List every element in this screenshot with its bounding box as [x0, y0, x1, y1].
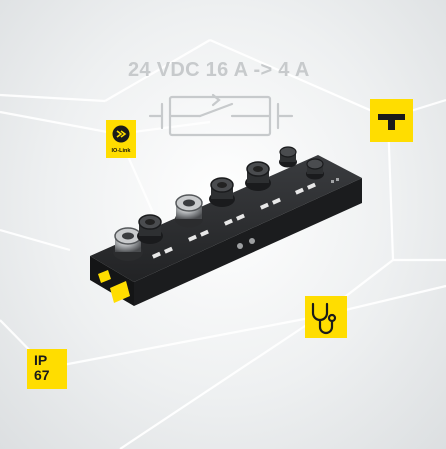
- ip-label: IP: [34, 352, 48, 368]
- io-link-label: IO-Link: [111, 148, 131, 154]
- ip-rating: 67: [34, 367, 50, 383]
- headline: 24 VDC 16 A -> 4 A: [128, 59, 310, 81]
- ip67-badge: IP 67: [27, 349, 67, 389]
